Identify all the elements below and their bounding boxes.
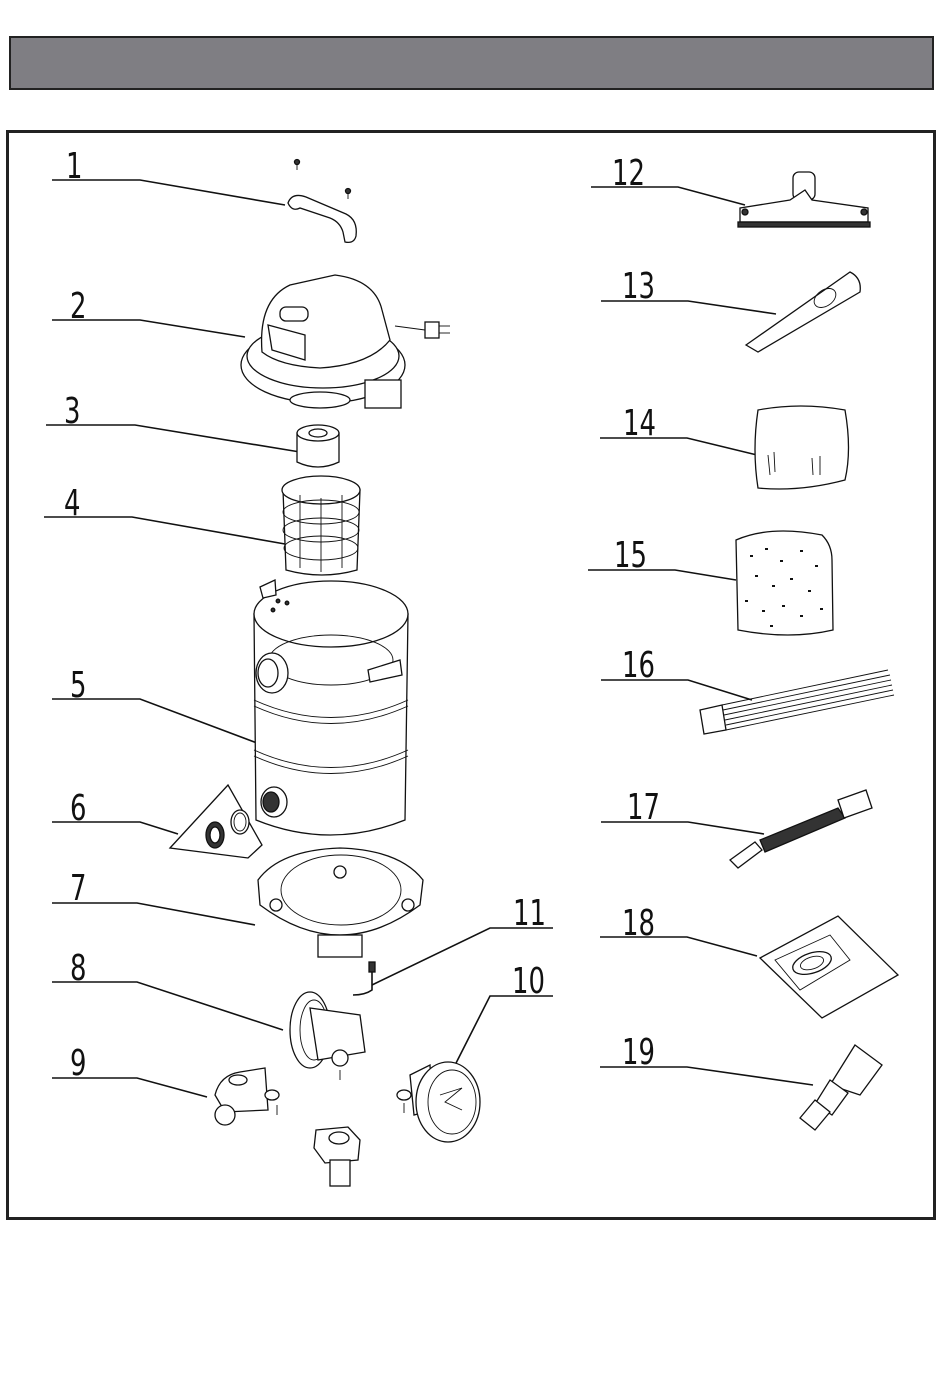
- callout-6: 6: [52, 788, 178, 834]
- screw-icon: [346, 189, 351, 194]
- callout-8: 8: [52, 948, 283, 1030]
- callout-number-12: 12: [612, 153, 645, 194]
- screw-icon: [295, 160, 300, 165]
- part-adapter: [800, 1045, 882, 1130]
- callout-5: 5: [52, 665, 257, 743]
- leader-line-17: [601, 822, 764, 834]
- part-tank: [254, 580, 408, 835]
- callout-17: 17: [601, 787, 764, 834]
- part-filter-cylinder: [297, 425, 339, 467]
- part-hose: [730, 790, 872, 868]
- callout-10: 10: [450, 961, 553, 1075]
- part-wheel-assembly: [290, 992, 365, 1080]
- leader-line-1: [52, 180, 285, 205]
- part-floor-nozzle: [738, 172, 870, 227]
- callout-4: 4: [44, 483, 285, 544]
- part-dust-bag: [760, 916, 898, 1018]
- callout-15: 15: [588, 535, 736, 580]
- part-rear-wheel: [397, 1062, 480, 1142]
- leader-line-3: [46, 425, 300, 452]
- part-cloth-bag: [755, 406, 849, 489]
- callout-number-2: 2: [70, 286, 86, 327]
- callout-16: 16: [601, 645, 752, 700]
- callout-18: 18: [600, 903, 757, 956]
- callout-19: 19: [600, 1032, 813, 1085]
- callout-3: 3: [46, 391, 300, 452]
- callout-number-4: 4: [64, 483, 80, 524]
- leader-line-8: [52, 982, 283, 1030]
- part-caster-front: [314, 1127, 360, 1186]
- callout-number-8: 8: [70, 948, 86, 989]
- leader-line-10: [450, 996, 553, 1075]
- callout-number-3: 3: [64, 391, 80, 432]
- callout-number-1: 1: [66, 146, 82, 187]
- callout-number-18: 18: [622, 903, 655, 944]
- part-handle: [288, 160, 356, 243]
- part-caster: [215, 1068, 279, 1125]
- part-drain-plug-set: [170, 785, 262, 858]
- part-axle-pin: [353, 962, 375, 995]
- part-filter-cage: [282, 476, 360, 575]
- callout-7: 7: [52, 868, 255, 925]
- part-motor-head: [241, 275, 450, 408]
- leader-line-15: [588, 570, 736, 580]
- callout-13: 13: [601, 266, 776, 314]
- callout-9: 9: [52, 1043, 207, 1097]
- callout-1: 1: [52, 146, 285, 205]
- callout-12: 12: [591, 153, 745, 205]
- callout-2: 2: [52, 286, 245, 337]
- callout-14: 14: [600, 403, 757, 455]
- callout-number-6: 6: [70, 788, 86, 829]
- part-extension-tubes: [700, 670, 894, 734]
- part-foam-filter: [736, 531, 833, 635]
- part-base-ring: [258, 848, 423, 957]
- callout-number-5: 5: [70, 665, 86, 706]
